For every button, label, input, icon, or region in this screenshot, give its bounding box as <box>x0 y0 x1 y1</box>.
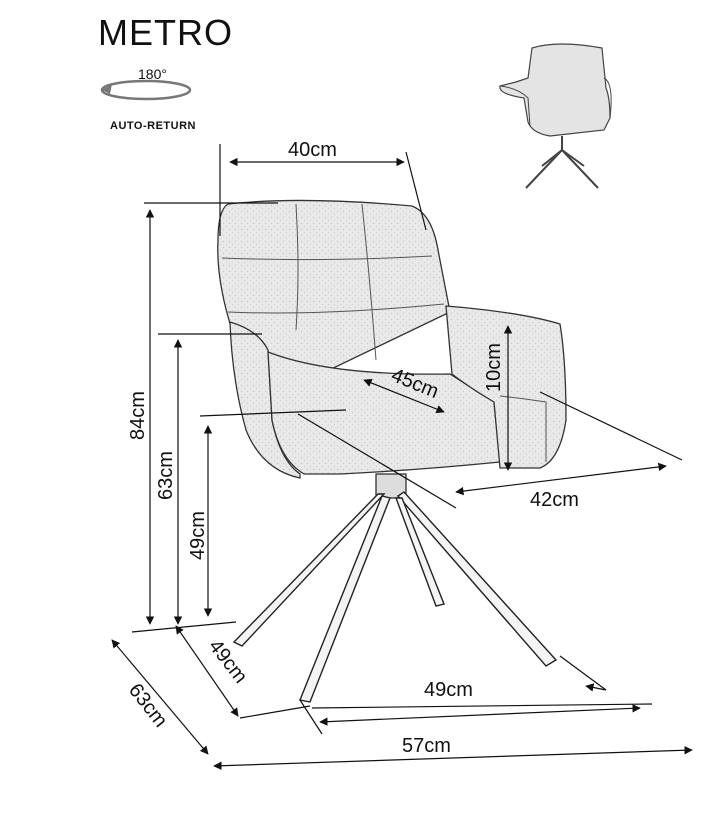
rotation-arrow-icon <box>100 79 192 101</box>
total-height-label: 84cm <box>127 391 149 440</box>
seat-height-label: 49cm <box>187 511 209 560</box>
dimension-lines <box>111 144 693 770</box>
back-width-label: 40cm <box>288 139 337 161</box>
armrest-height-label: 63cm <box>155 451 177 500</box>
chair-sketch <box>217 199 567 499</box>
product-title: METRO <box>98 12 233 53</box>
total-depth-label: 63cm <box>124 680 171 732</box>
seat-width-label: 42cm <box>530 489 579 511</box>
chair-legs <box>232 491 558 703</box>
auto-return-label: AUTO-RETURN <box>110 120 196 132</box>
chair-preview-image <box>499 43 612 189</box>
total-width-label: 57cm <box>402 735 451 757</box>
armrest-above-seat-label: 10cm <box>483 343 505 392</box>
rotation-label: 180° <box>138 66 167 82</box>
base-width-inner-label: 49cm <box>424 679 473 701</box>
